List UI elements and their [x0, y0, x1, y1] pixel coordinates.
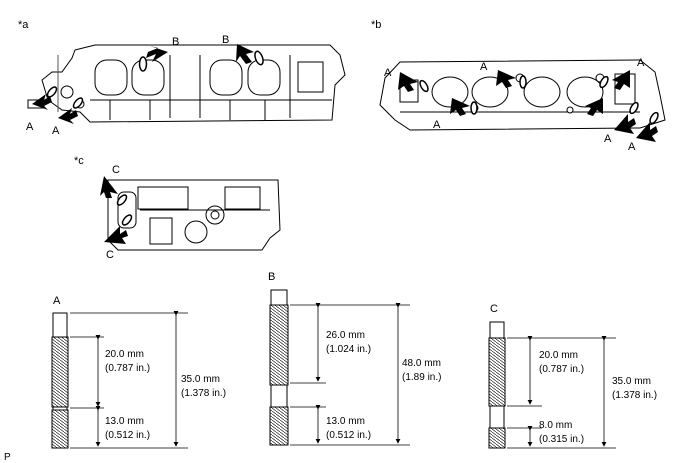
label-b: B	[222, 34, 229, 46]
dim-mm: 8.0 mm	[539, 420, 572, 431]
dim-mm: 13.0 mm	[105, 416, 144, 427]
stud-a-location	[629, 101, 639, 115]
view-c-tag: *c	[74, 155, 84, 167]
stud-c-location	[121, 214, 133, 226]
label-a: A	[52, 125, 60, 137]
label-c: C	[106, 249, 114, 261]
cylinder-head-b-illustration	[379, 59, 666, 131]
view-b: *b A A	[371, 19, 666, 153]
dim-in: (0.512 in.)	[105, 430, 150, 441]
stud-a-location	[46, 86, 58, 98]
view-a: *a B B A	[18, 19, 346, 137]
label-a: A	[604, 133, 612, 145]
stud-a-detail: A 20.0 mm (0.787 in.) 13.0 mm (0.512 in.…	[51, 295, 226, 449]
dim-in: (0.512 in.)	[326, 430, 371, 441]
dim-mm: 26.0 mm	[326, 330, 365, 341]
dim-mm: 20.0 mm	[105, 349, 144, 360]
total-in: (1.378 in.)	[612, 390, 657, 401]
stud-c-location	[116, 194, 128, 206]
stud-b-location	[138, 56, 148, 72]
total-mm: 48.0 mm	[402, 358, 441, 369]
view-b-tag: *b	[371, 19, 381, 31]
label-c: C	[112, 164, 120, 176]
stud-a-location	[470, 101, 478, 115]
cylinder-head-c-illustration	[107, 179, 281, 251]
label-a: A	[637, 57, 645, 69]
stud-c-detail: C 20.0 mm (0.787 in.) 8.0 mm (0.315 in.)…	[488, 303, 657, 449]
stud-b-name: B	[268, 271, 275, 283]
dim-in: (0.315 in.)	[539, 434, 584, 445]
label-a: A	[433, 119, 441, 131]
total-in: (1.89 in.)	[402, 372, 441, 383]
stud-a-location	[649, 111, 659, 125]
arrow-icon	[398, 70, 658, 142]
arrow-icon	[32, 44, 254, 124]
stud-a-location	[519, 75, 527, 89]
stud-a-location	[599, 75, 609, 89]
view-a-tag: *a	[18, 19, 29, 31]
stud-a-location	[72, 97, 84, 109]
label-a: A	[628, 141, 636, 153]
dim-mm: 13.0 mm	[326, 416, 365, 427]
cylinder-head-a-illustration	[27, 44, 346, 123]
stud-b-location	[254, 50, 264, 66]
dim-mm: 20.0 mm	[539, 350, 578, 361]
total-mm: 35.0 mm	[612, 376, 651, 387]
total-mm: 35.0 mm	[181, 374, 220, 385]
label-a: A	[480, 61, 488, 73]
dim-in: (0.787 in.)	[539, 364, 584, 375]
stud-a-name: A	[53, 295, 61, 307]
label-a: A	[384, 67, 392, 79]
dim-in: (1.024 in.)	[326, 344, 371, 355]
label-b: B	[172, 36, 179, 48]
view-c: *c C C	[74, 155, 281, 261]
arrow-icon	[100, 176, 128, 244]
label-a: A	[26, 121, 34, 133]
stud-a-location	[419, 79, 429, 93]
total-in: (1.378 in.)	[181, 388, 226, 399]
dim-in: (0.787 in.)	[105, 363, 150, 374]
footer-code: P	[4, 452, 11, 463]
stud-b-detail: B 26.0 mm (1.024 in.) 13.0 mm (0.512 in.…	[268, 271, 441, 446]
stud-c-name: C	[490, 303, 498, 315]
